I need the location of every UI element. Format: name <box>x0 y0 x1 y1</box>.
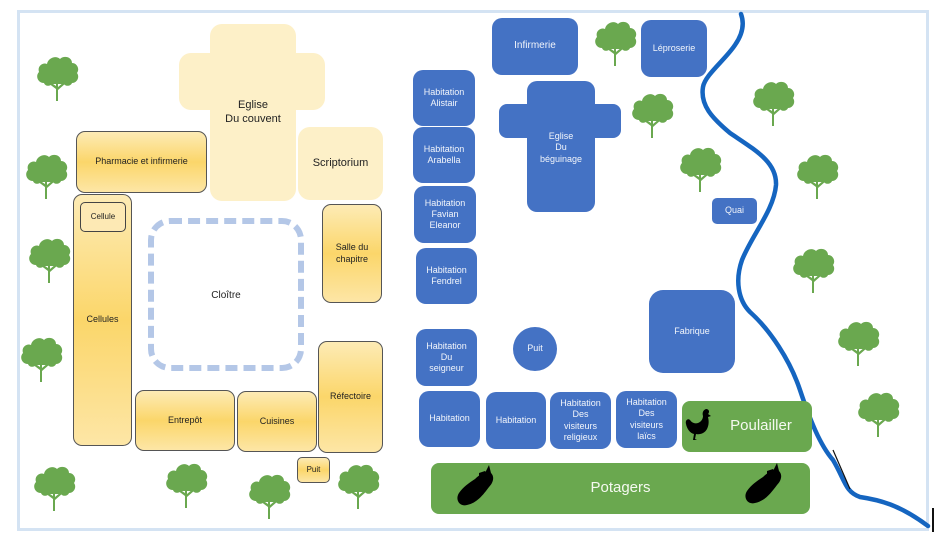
eggplant-icon <box>457 465 494 506</box>
quay[interactable]: Quai <box>712 198 757 224</box>
tree-icon <box>837 320 881 366</box>
gardens-label: Potagers <box>590 479 651 497</box>
beguinage-church-transept <box>499 104 621 138</box>
cell[interactable]: Cellule <box>80 202 126 232</box>
tree-icon <box>28 237 72 283</box>
infirmary[interactable]: Infirmerie <box>492 18 578 75</box>
tree-icon <box>594 20 638 66</box>
vegetable-gardens[interactable]: Potagers <box>431 463 810 514</box>
house-religious-visitors[interactable]: Habitation Des visiteurs religieux <box>550 392 611 449</box>
house-1[interactable]: Habitation <box>419 391 480 447</box>
pharmacy-infirmary[interactable]: Pharmacie et infirmerie <box>76 131 207 193</box>
leprosarium[interactable]: Léproserie <box>641 20 707 77</box>
cloister-label: Cloître <box>211 290 241 301</box>
house-lay-visitors[interactable]: Habitation Des visiteurs laïcs <box>616 391 677 448</box>
convent-church-transept <box>179 53 325 110</box>
tree-icon <box>792 247 836 293</box>
storehouse[interactable]: Entrepôt <box>135 390 235 451</box>
tree-icon <box>752 80 796 126</box>
factory[interactable]: Fabrique <box>649 290 735 373</box>
tree-icon <box>796 153 840 199</box>
house-2[interactable]: Habitation <box>486 392 546 449</box>
map-frame <box>17 10 929 531</box>
tree-icon <box>33 465 77 511</box>
house-lord[interactable]: Habitation Du seigneur <box>416 329 477 386</box>
house-alistair[interactable]: Habitation Alistair <box>413 70 475 126</box>
tree-icon <box>631 92 675 138</box>
tree-icon <box>165 462 209 508</box>
cloister[interactable] <box>148 218 304 371</box>
tree-icon <box>679 146 723 192</box>
cells[interactable]: Cellules <box>73 194 132 446</box>
eggplant-icon <box>745 463 782 504</box>
refectory[interactable]: Réfectoire <box>318 341 383 453</box>
kitchens[interactable]: Cuisines <box>237 391 317 452</box>
house-arabella[interactable]: Habitation Arabella <box>413 127 475 183</box>
scriptorium[interactable]: Scriptorium <box>298 127 383 200</box>
chicken-icon <box>685 409 711 440</box>
river-arrow <box>832 449 851 490</box>
henhouse-label: Poulailler <box>730 417 792 435</box>
convent-well[interactable]: Puit <box>297 457 330 483</box>
tree-icon <box>248 473 292 519</box>
beguinage-well[interactable]: Puit <box>513 327 557 371</box>
tree-icon <box>857 391 901 437</box>
house-favian-eleanor[interactable]: Habitation Favian Eleanor <box>414 186 476 243</box>
tree-icon <box>25 153 69 199</box>
chapter-house[interactable]: Salle du chapitre <box>322 204 382 303</box>
convent-church-label: Eglise Du couvent <box>225 99 281 125</box>
house-fendrel[interactable]: Habitation Fendrel <box>416 248 477 304</box>
beguinage-church-nave <box>527 81 595 212</box>
beguinage-church-label: Eglise Du béguinage <box>539 131 583 164</box>
tree-icon <box>20 336 64 382</box>
tree-icon <box>36 55 80 101</box>
tree-icon <box>337 463 381 509</box>
henhouse[interactable]: Poulailler <box>682 401 812 452</box>
